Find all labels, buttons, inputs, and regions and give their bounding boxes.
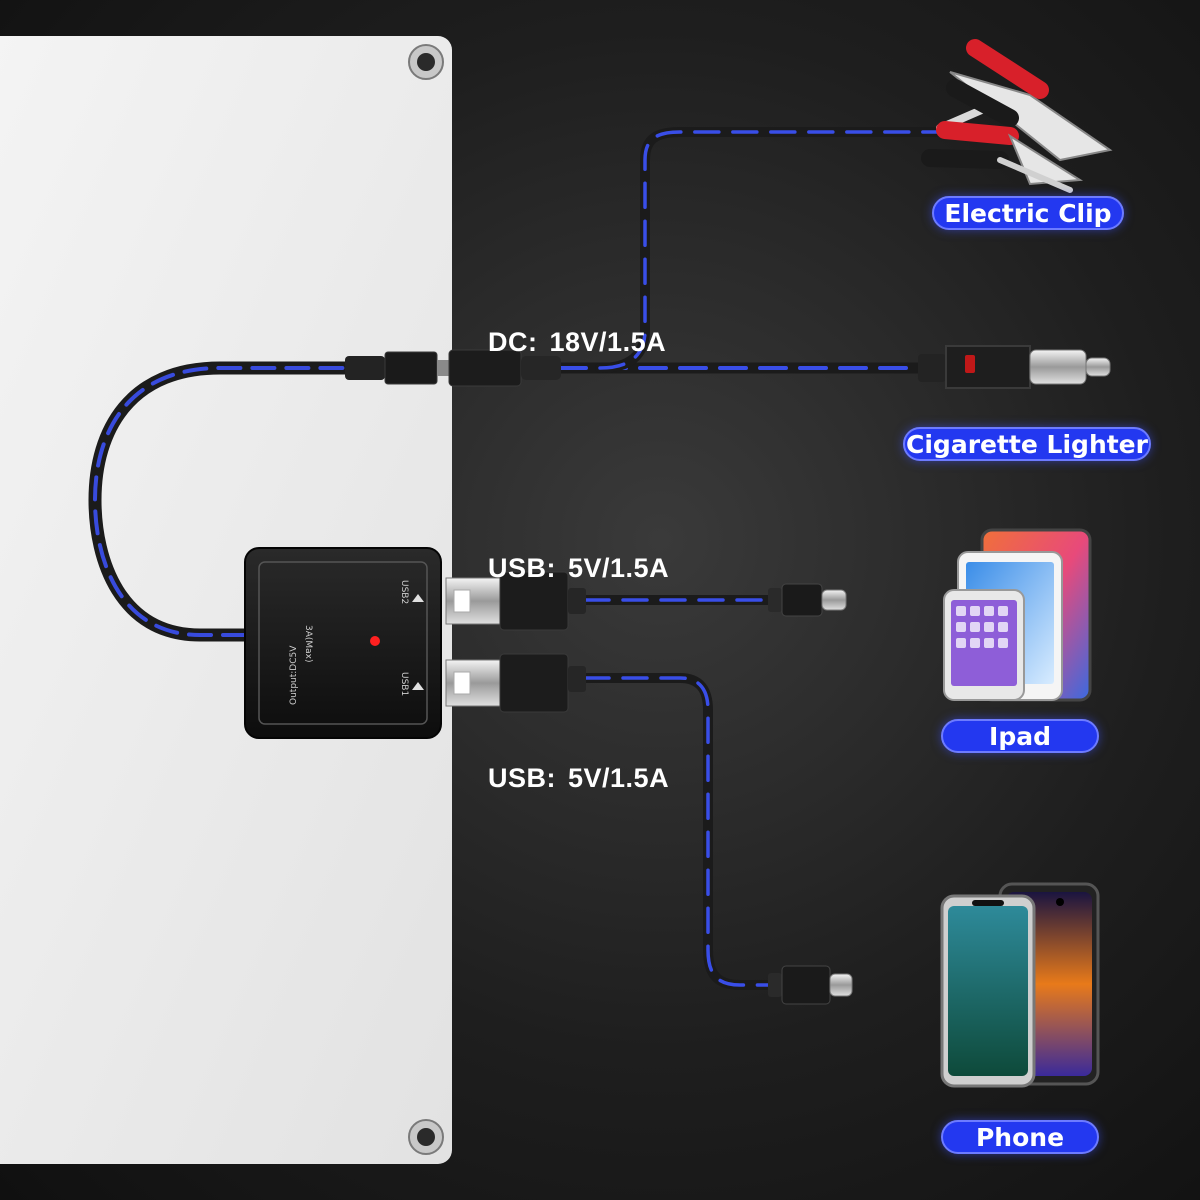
usb2-spec-value: 5V/1.5A (568, 763, 670, 793)
usb1-spec-value: 5V/1.5A (568, 553, 670, 583)
ipad-badge: Ipad (941, 719, 1099, 753)
box-print-output: Output:DC5V (289, 645, 299, 705)
cigarette-lighter-plug-icon (918, 345, 1111, 389)
usb1-arrow-icon (412, 682, 424, 690)
alligator-clips-icon (921, 39, 1113, 193)
usb2-arrow-icon (412, 594, 424, 602)
usb-a-plug-2 (445, 653, 586, 713)
power-indicator-led (370, 636, 380, 646)
solar-panel (0, 36, 452, 1164)
electric-clip-badge: Electric Clip (932, 196, 1124, 230)
dc-barrel-connector (345, 349, 561, 387)
usb2-spec-name: USB: (488, 763, 557, 793)
ipad-device-icon (943, 528, 1092, 702)
panel-grommet-top (408, 44, 444, 80)
box-print-usb2: USB2 (399, 580, 409, 604)
dc-spec-name: DC: (488, 327, 538, 357)
usb-a-plug-1 (445, 571, 586, 631)
box-print-usb1: USB1 (399, 672, 409, 696)
panel-grommet-bottom (408, 1119, 444, 1155)
usb1-spec-name: USB: (488, 553, 557, 583)
dc-spec-value: 18V/1.5A (549, 327, 667, 357)
usb-cable-2 (580, 673, 785, 990)
usb1-spec-label: USB: 5V/1.5A (472, 522, 669, 584)
cables (88, 127, 946, 990)
phone-badge: Phone (941, 1120, 1099, 1154)
phone-device-icon (940, 882, 1100, 1088)
usb-c-plug-1 (768, 583, 847, 617)
box-print-max: 3A(Max) (303, 625, 313, 663)
dc-spec-label: DC: 18V/1.5A (472, 296, 666, 358)
usb2-spec-label: USB: 5V/1.5A (472, 732, 669, 794)
usb-c-plug-2 (768, 965, 853, 1005)
usb-junction-box: Output:DC5V 3A(Max) USB2 USB1 (244, 547, 442, 739)
cigarette-lighter-badge: Cigarette Lighter (903, 427, 1151, 461)
